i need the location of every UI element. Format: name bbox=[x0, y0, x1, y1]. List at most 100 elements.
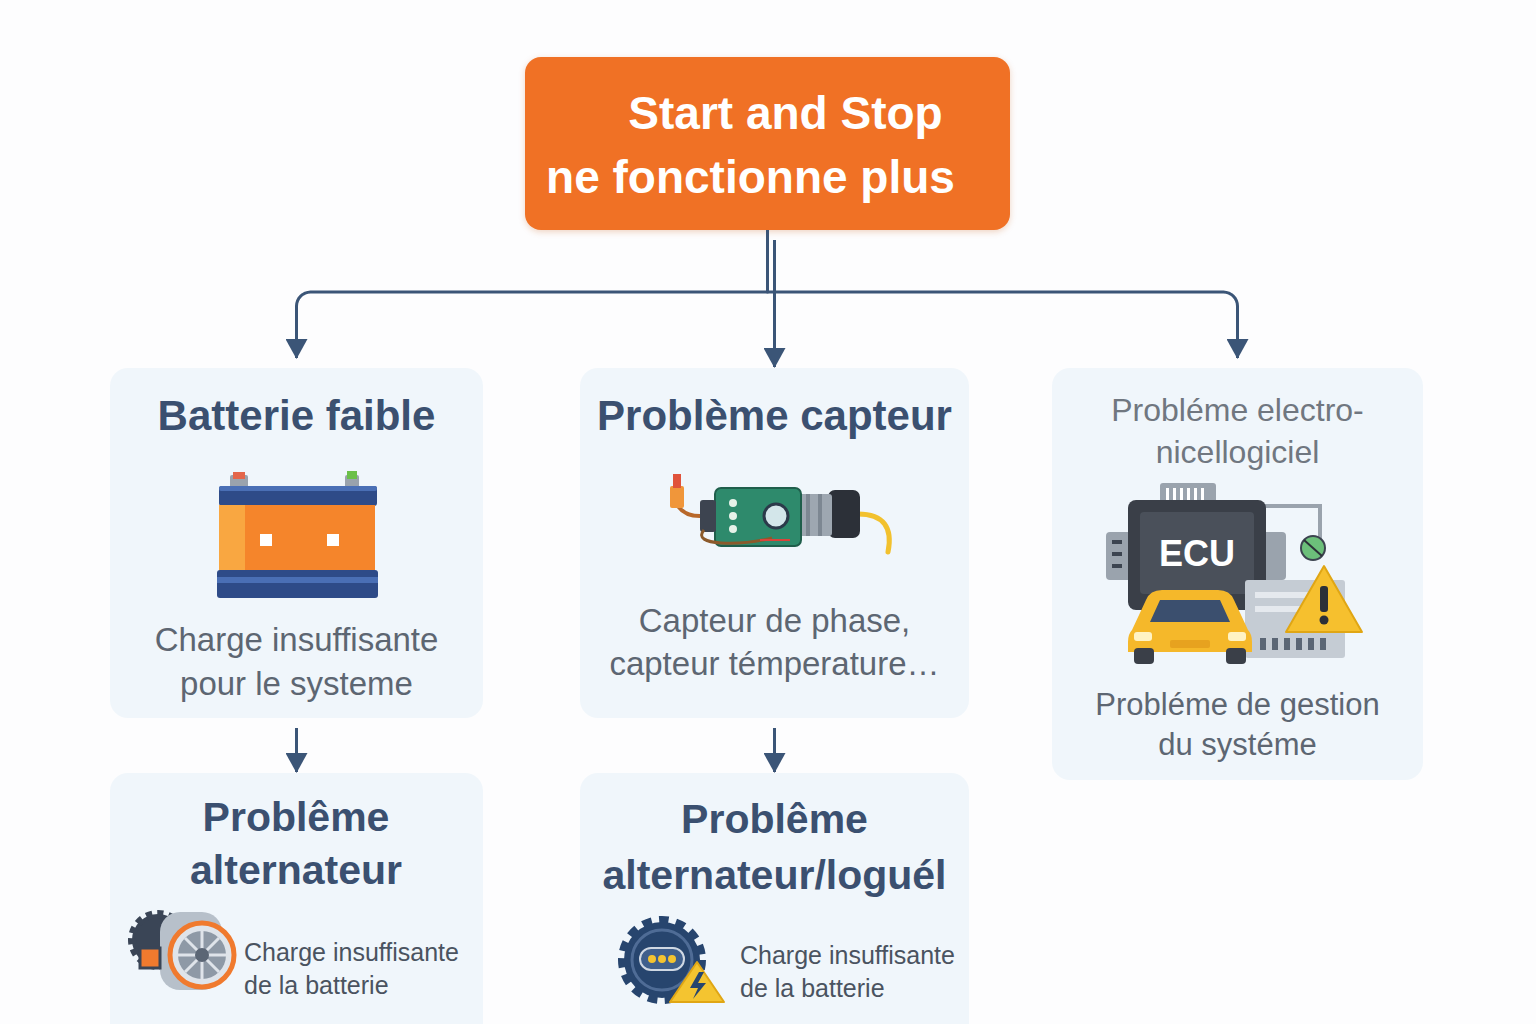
card-description: Charge insuffisante de la batterie bbox=[740, 939, 965, 1005]
gear-warning-icon-part bbox=[658, 955, 666, 963]
ecu-icon-part bbox=[1134, 648, 1154, 664]
sensor-icon-part bbox=[760, 539, 790, 541]
sensor-icon-part bbox=[796, 494, 832, 536]
battery-icon-part bbox=[327, 534, 339, 546]
sensor-icon-part bbox=[715, 488, 801, 546]
card-title: Batterie faible bbox=[110, 391, 483, 441]
gear-warning-icon-part bbox=[670, 962, 724, 1002]
sensor-icon-part bbox=[764, 504, 788, 528]
ecu-icon-part bbox=[1160, 483, 1216, 505]
gear-warning-icon bbox=[624, 922, 724, 1002]
flow-arrow bbox=[295, 728, 298, 772]
card-description: Probléme de gestion du systéme bbox=[1085, 685, 1390, 765]
label-layer: ECU bbox=[1159, 533, 1235, 574]
ecu-icon-part bbox=[1201, 488, 1204, 500]
ecu-icon-part bbox=[1301, 536, 1325, 560]
card-title: Probléme electro- nicellogiciel bbox=[1088, 389, 1388, 473]
battery-icon-part bbox=[347, 471, 357, 479]
flow-arrow bbox=[297, 230, 768, 358]
ecu-label: ECU bbox=[1159, 533, 1235, 574]
battery-icon-part bbox=[217, 577, 378, 583]
ecu-icon-part bbox=[1170, 640, 1210, 648]
sensor-icon-part bbox=[702, 530, 772, 543]
sensor-icon-part bbox=[858, 514, 889, 552]
alternator-icon-part bbox=[132, 914, 184, 966]
ecu-icon-part bbox=[1255, 606, 1335, 612]
battery-icon-part bbox=[219, 486, 377, 491]
battery-icon-part bbox=[260, 534, 272, 546]
sensor-icon-part bbox=[828, 490, 860, 538]
sensor-icon-part bbox=[818, 494, 822, 536]
ecu-icon-part bbox=[1112, 540, 1122, 544]
ecu-icon-part bbox=[1284, 638, 1290, 650]
cause-card: Probléme electro- nicellogicielProbléme … bbox=[1052, 368, 1423, 780]
battery-icon-part bbox=[219, 505, 245, 571]
battery-icon-part bbox=[219, 505, 375, 571]
ecu-icon-part bbox=[1245, 580, 1345, 658]
ecu-icon-part bbox=[1320, 586, 1328, 612]
gear-warning-icon-part bbox=[690, 972, 706, 999]
alternator-icon-part bbox=[160, 912, 222, 990]
ecu-icon-part bbox=[1106, 532, 1132, 580]
ecu-icon-part bbox=[1128, 500, 1266, 610]
problem-box: Start and Stop ne fonctionne plus bbox=[525, 57, 1010, 230]
gear-warning-icon-part bbox=[640, 948, 684, 970]
gear-warning-icon-part bbox=[668, 955, 676, 963]
alternator-icon-part bbox=[178, 931, 226, 979]
sensor-icon-part bbox=[673, 474, 681, 488]
ecu-icon-part bbox=[1255, 592, 1335, 598]
sensor-icon-part bbox=[729, 499, 737, 507]
ecu-icon-part bbox=[1262, 532, 1286, 580]
alternator-icon-part bbox=[140, 948, 160, 968]
battery-icon-part bbox=[219, 486, 377, 506]
alternator-icon-part bbox=[195, 948, 209, 962]
sensor-icon-part bbox=[678, 506, 700, 516]
ecu-icon-part bbox=[1134, 632, 1152, 641]
card-description: Capteur de phase, capteur témperature… bbox=[595, 599, 955, 685]
sensor-icon-part bbox=[729, 525, 737, 533]
ecu-icon-part bbox=[1228, 632, 1246, 641]
ecu-icon-part bbox=[1187, 488, 1190, 500]
cause-card: Problème capteurCapteur de phase, capteu… bbox=[580, 368, 969, 718]
battery-icon-part bbox=[345, 475, 359, 489]
alternator-icon-part bbox=[178, 931, 226, 979]
gear-warning-icon-part bbox=[632, 930, 692, 990]
sensor-icon bbox=[670, 474, 889, 552]
sensor-icon-part bbox=[729, 512, 737, 520]
ecu-icon-part bbox=[1112, 564, 1122, 568]
card-title: Problème capteur bbox=[580, 391, 969, 441]
flow-arrow bbox=[768, 230, 1238, 358]
alternator-icon bbox=[132, 912, 234, 990]
card-description: Charge insuffisante pour le systeme bbox=[137, 618, 457, 706]
ecu-icon-part bbox=[1304, 540, 1322, 556]
ecu-icon-part bbox=[1320, 638, 1326, 650]
ecu-icon-part bbox=[1265, 506, 1320, 540]
ecu-icon-part bbox=[1180, 488, 1183, 500]
ecu-icon-part bbox=[1166, 488, 1169, 500]
ecu-icon-part bbox=[1286, 566, 1362, 632]
sensor-icon-part bbox=[806, 494, 810, 536]
cause-card: Batterie faibleCharge insuffisante pour … bbox=[110, 368, 483, 718]
ecu-icon-part bbox=[1128, 590, 1252, 652]
ecu-icon-part bbox=[1226, 648, 1246, 664]
card-description: Charge insuffisante de la batterie bbox=[244, 936, 479, 1002]
battery-icon-part bbox=[230, 475, 248, 489]
gear-warning-icon-part bbox=[624, 922, 700, 998]
problem-title: Start and Stop ne fonctionne plus bbox=[531, 81, 971, 209]
alternator-icon-part bbox=[170, 923, 234, 987]
consequence-card: Problême alternateurCharge insuffisante … bbox=[110, 773, 483, 1024]
ecu-icon-part bbox=[1112, 552, 1122, 556]
consequence-card: Problême alternateur/loguélCharge insuff… bbox=[580, 773, 969, 1024]
battery-icon-part bbox=[233, 472, 245, 479]
ecu-icon-part bbox=[1320, 616, 1329, 625]
ecu-icon bbox=[1106, 483, 1362, 664]
ecu-icon-part bbox=[1194, 488, 1197, 500]
ecu-icon-part bbox=[1272, 638, 1278, 650]
ecu-icon-part bbox=[1296, 638, 1302, 650]
flow-arrow bbox=[773, 728, 776, 772]
card-title: Problême alternateur/loguél bbox=[585, 791, 965, 903]
